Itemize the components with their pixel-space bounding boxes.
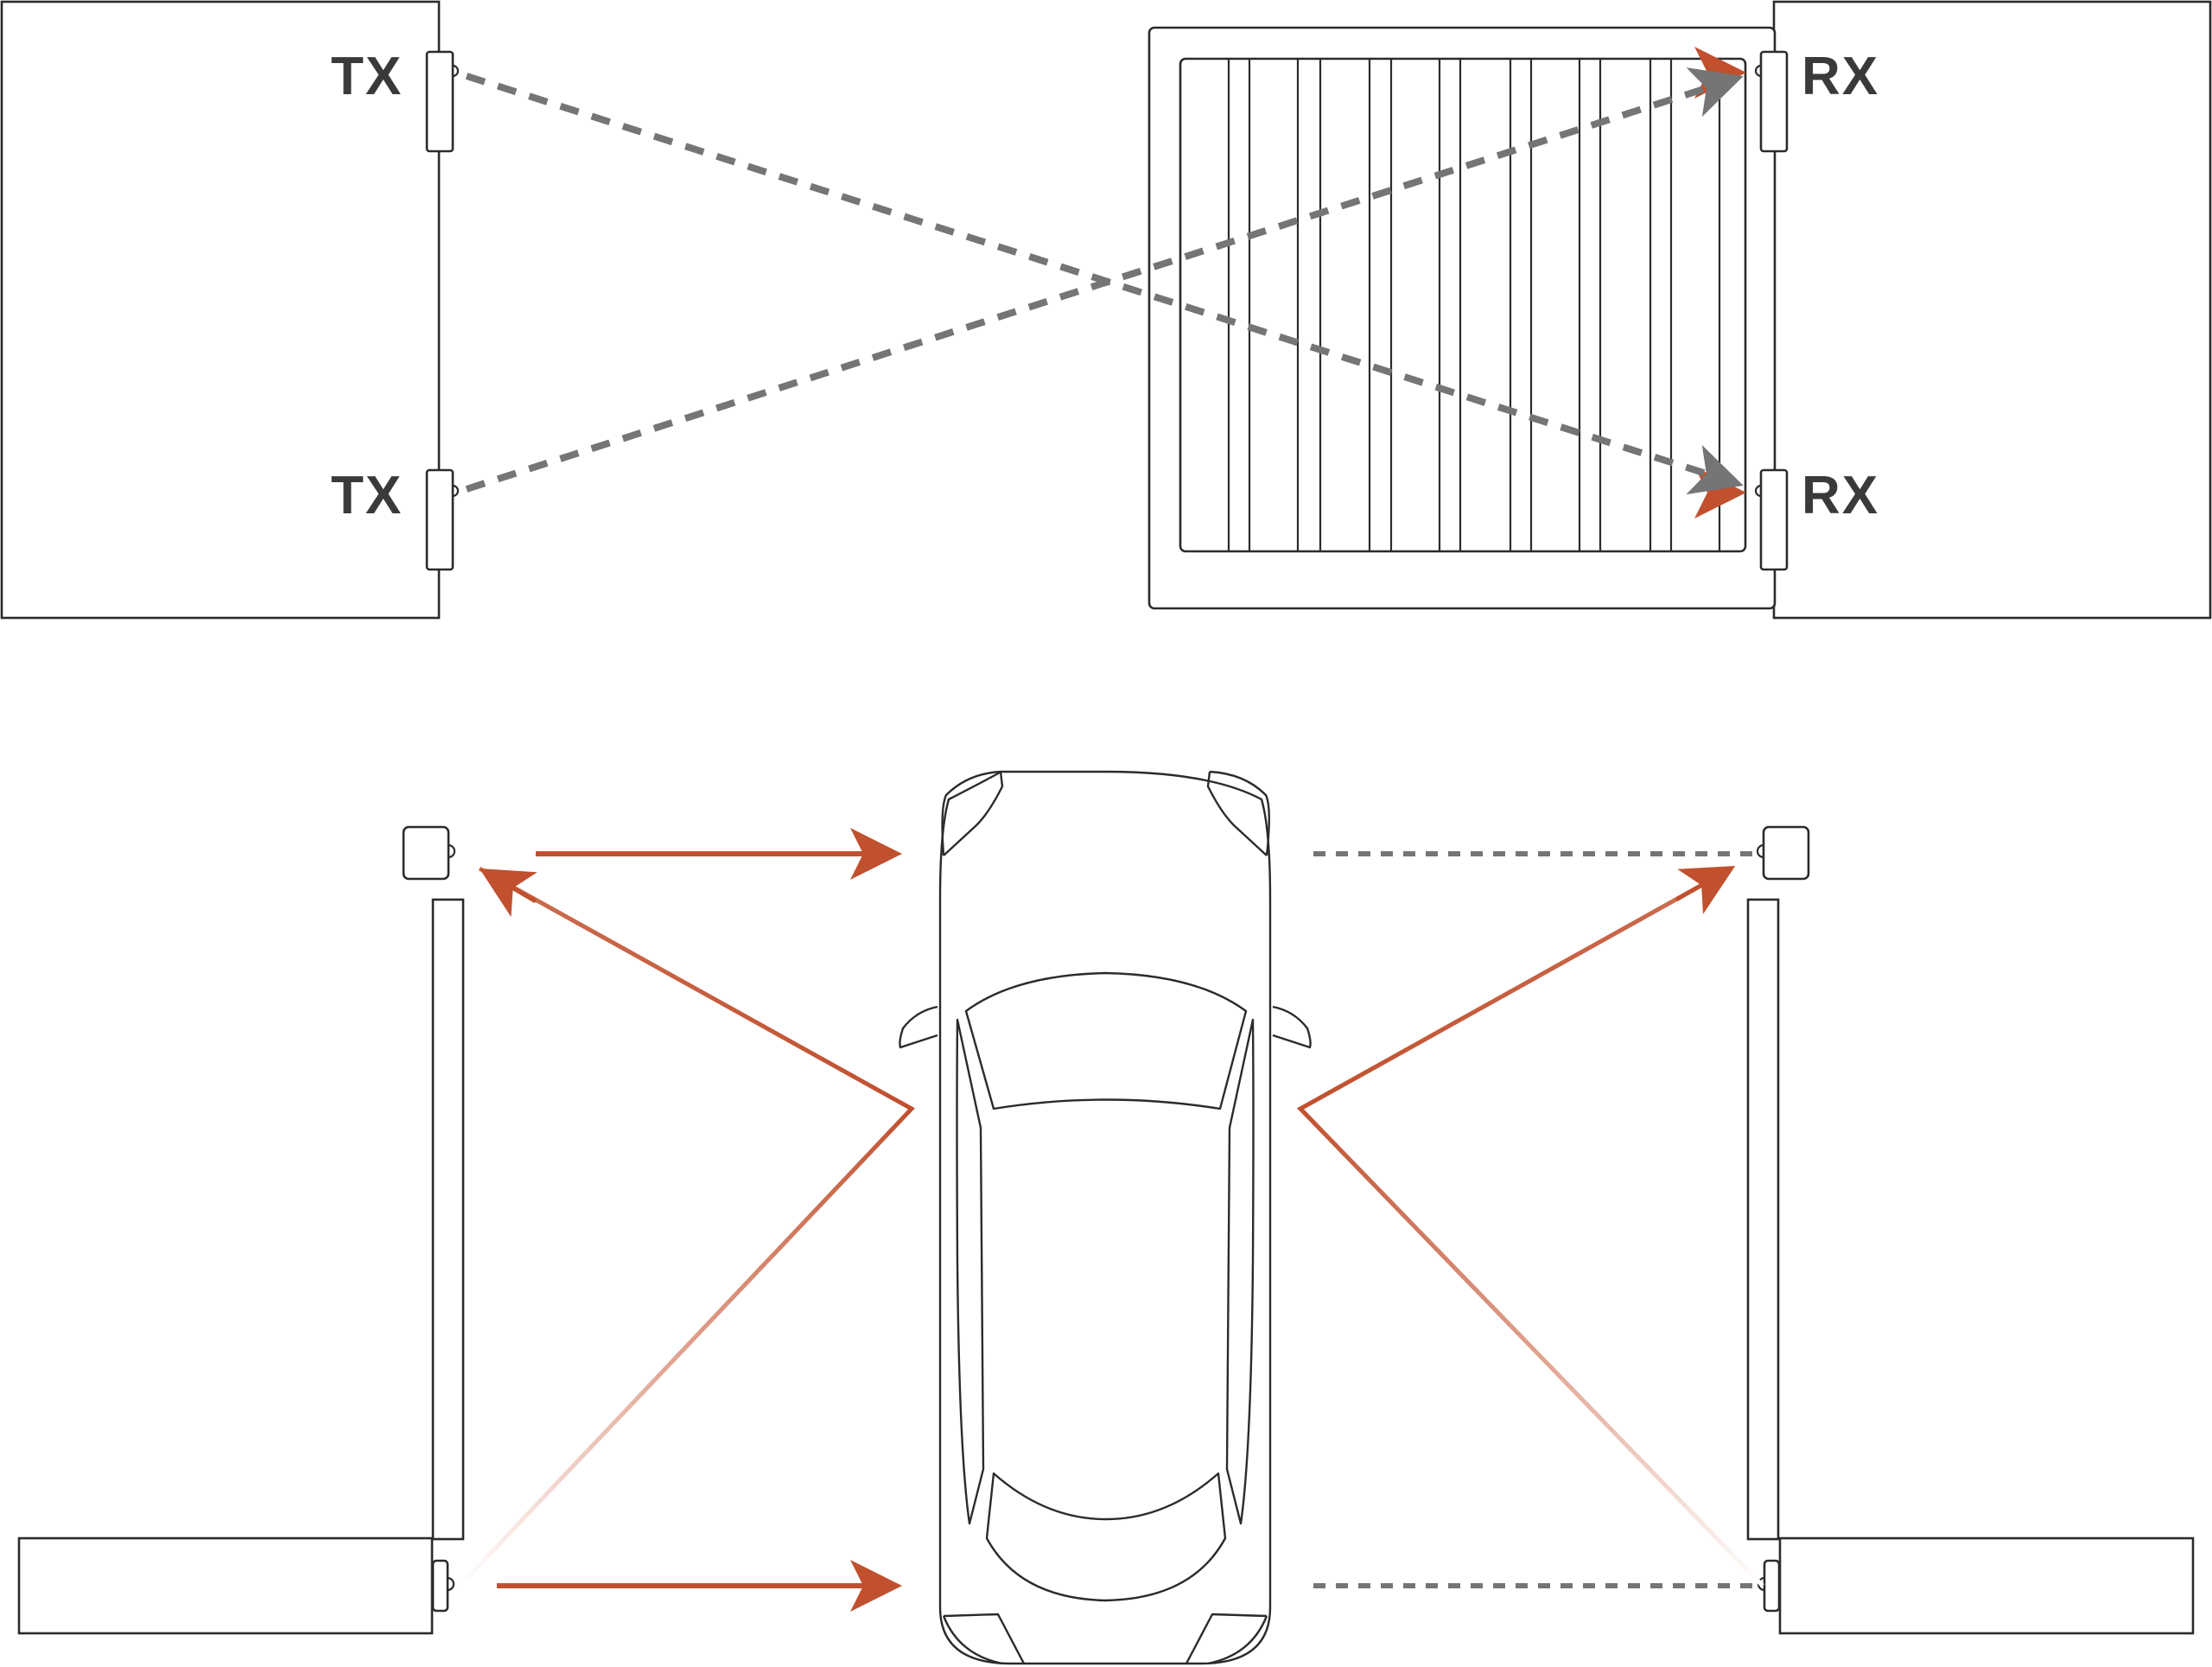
tx-label-bottom: TX: [331, 466, 403, 525]
right-base-block: [1778, 1537, 2195, 1635]
rx-label-bottom: RX: [1802, 466, 1879, 525]
right-reflected-beam: [1296, 870, 1764, 1587]
tx-device-top: [425, 50, 460, 153]
right-reflected-arrow: [1675, 866, 1736, 914]
left-reflected-beam: [458, 866, 916, 1587]
bottom-reflection-diagram: [17, 770, 2195, 1665]
tx-device-bottom: [425, 468, 460, 571]
tx-label-top: TX: [331, 47, 403, 106]
car-top-view: [899, 770, 1312, 1665]
left-sensor-bottom: [431, 1559, 455, 1613]
right-pillar: [1772, 0, 2212, 620]
gate-bars: [1227, 59, 1721, 551]
left-reflected-arrow: [479, 868, 537, 918]
right-sensor-top: [1756, 825, 1810, 881]
right-post: [1746, 898, 1780, 1541]
left-sensor-top: [402, 825, 456, 881]
rx-device-bottom: [1754, 468, 1789, 571]
right-sensor-bottom: [1757, 1559, 1781, 1613]
rx-label-top: RX: [1802, 47, 1879, 106]
cross-beam-up: [465, 67, 1744, 493]
left-post: [431, 898, 465, 1541]
left-base-block: [17, 1537, 434, 1635]
left-pillar: [0, 0, 441, 620]
gate-inner-frame: [1179, 57, 1747, 553]
top-gate-diagram: TX TX RX RX: [0, 0, 2212, 620]
rx-device-top: [1754, 50, 1789, 153]
